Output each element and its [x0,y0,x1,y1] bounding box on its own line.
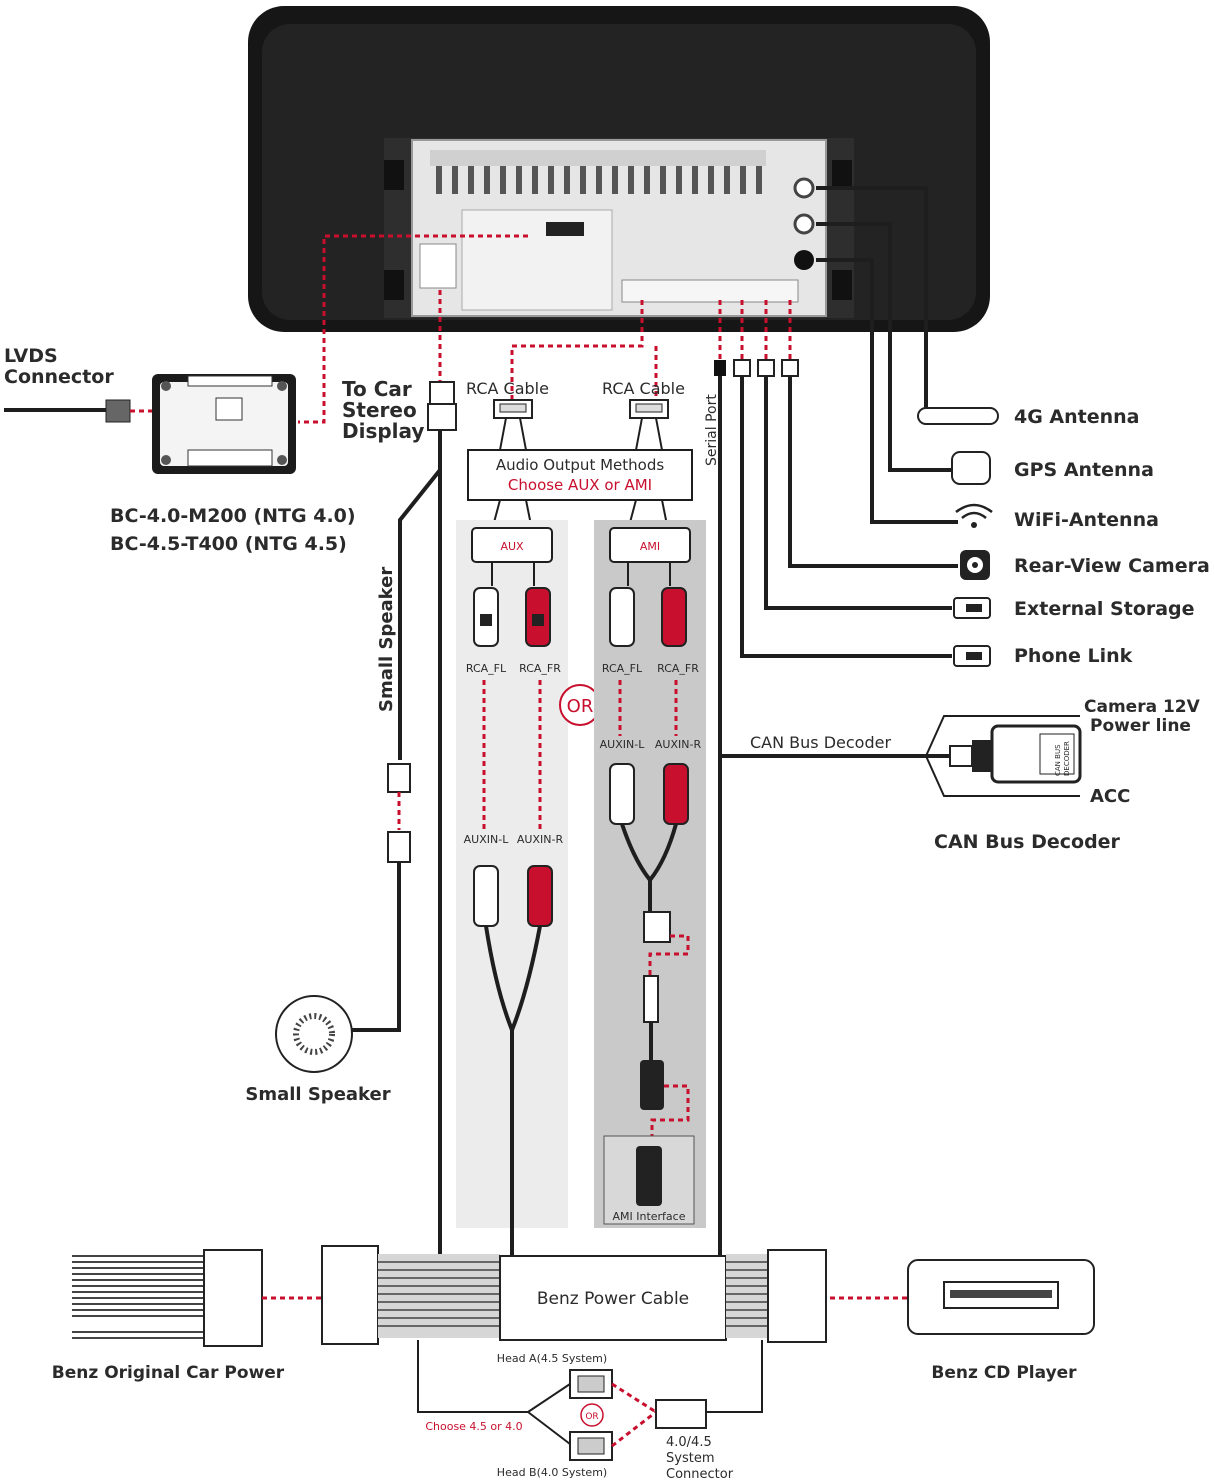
lvds-label: LVDS Connector [4,345,114,388]
can-bus-box-text: CAN BUS DECODER [1054,741,1071,776]
ami-tag [609,527,691,563]
ami-fr-label: RCA_FR [657,662,699,675]
benz-original-label: Benz Original Car Power [52,1363,285,1383]
to-car-line-2: Stereo [342,398,417,422]
system-connector-label: 4.0/4.5 System Connector [666,1435,734,1482]
usb-icon [953,597,991,619]
to-car-line-3: Display [342,419,424,443]
phone-link-wire [740,376,952,658]
head-b-label: Head B(4.0 System) [497,1466,607,1479]
decoder-model-2: BC-4.5-T400 (NTG 4.5) [110,533,347,555]
accessory-4g-label: 4G Antenna [1014,406,1140,428]
antenna-icon [917,407,999,425]
gps-antenna-icon [951,451,991,485]
usb-icon-phone [953,645,991,667]
ami-dash-links [618,680,678,736]
rear-camera-wire [788,376,958,568]
camera-power-line-2: Power line [1090,716,1191,736]
lvds-line-2: Connector [4,366,114,388]
can-bus-wire-label: CAN Bus Decoder [750,733,891,752]
can-bus-box-line-2: DECODER [1063,741,1071,776]
small-speaker-label: Small Speaker [245,1084,390,1105]
benz-power-cable-label: Benz Power Cable [537,1289,689,1309]
harness-plugs [733,359,799,377]
to-car-stereo-label: To Car Stereo Display [342,377,424,443]
serial-port-plug [714,360,726,376]
speaker-wiring [348,468,442,1032]
ami-auxin-plugs [609,763,690,1150]
rca-cable-left-label: RCA Cable [466,379,549,398]
to-car-line-1: To Car [342,377,412,401]
wifi-icon [955,503,993,528]
small-speaker-wire-label: Small Speaker [376,567,397,712]
heat-sink [430,150,766,194]
can-bus-title: CAN Bus Decoder [934,831,1121,853]
cd-player-icon [907,1259,1095,1335]
choose-label: Choose 4.5 or 4.0 [425,1420,522,1433]
audio-methods-title: Audio Output Methods [496,456,665,474]
accessory-wifi-label: WiFi-Antenna [1014,509,1159,531]
system-connector-line-3: Connector [666,1467,734,1482]
external-storage-wire [764,376,952,610]
decoder-model-1: BC-4.0-M200 (NTG 4.0) [110,505,356,527]
or-label: OR [567,696,594,717]
serial-port-label: Serial Port [704,394,720,466]
system-or-label: OR [585,1412,598,1422]
audio-methods-sub: Choose AUX or AMI [508,476,652,494]
ami-auxin-r-label: AUXIN-R [655,738,702,751]
audio-methods-box [467,449,693,501]
aux-auxin-plugs [473,865,553,1256]
dashed-head-links [298,234,792,424]
lvds-line-1: LVDS [4,345,58,367]
lvds-connector: LVDS Connector [4,345,216,423]
can-bus-box-line-1: CAN BUS [1054,744,1062,776]
camera-power-line-1: Camera 12V [1084,697,1201,717]
aux-dash-links [482,680,542,830]
rca-cable-right-label: RCA Cable [602,379,685,398]
aux-fr-label: RCA_FR [519,662,561,675]
system-connector-line-2: System [666,1451,714,1466]
ami-rca-plugs [609,562,687,647]
rca-connector-right [629,399,669,451]
camera-power-label: Camera 12V Power line [1084,697,1206,736]
system-connector-wiring [417,1340,763,1461]
acc-label: ACC [1090,786,1130,807]
aux-fl-label: RCA_FL [466,662,507,675]
ami-auxin-l-label: AUXIN-L [600,738,646,751]
speaker-icon [275,995,353,1073]
ami-interface-plug [636,1146,662,1206]
accessory-gps-label: GPS Antenna [1014,459,1154,481]
display-plug [427,381,457,431]
power-harness [72,1245,910,1347]
aux-auxin-r-label: AUXIN-R [517,833,564,846]
accessory-camera-label: Rear-View Camera [1014,555,1210,577]
ami-interface-label: AMI Interface [612,1210,685,1223]
aux-auxin-l-label: AUXIN-L [464,833,510,846]
head-unit [248,6,990,332]
rca-connector-left [493,399,533,451]
camera-icon [960,550,990,580]
ami-tag-label: AMI [640,540,660,553]
accessory-storage-label: External Storage [1014,598,1195,620]
can-bus-decoder-box [925,715,1082,797]
system-connector-line-1: 4.0/4.5 [666,1435,712,1450]
accessory-phone-label: Phone Link [1014,645,1133,667]
head-a-label: Head A(4.5 System) [497,1352,607,1365]
aux-rca-plugs [473,562,551,647]
aux-tag [471,527,553,563]
decoder-box [152,374,296,474]
benz-cd-player-label: Benz CD Player [931,1363,1077,1383]
aux-tag-label: AUX [500,540,524,553]
ami-fl-label: RCA_FL [602,662,643,675]
